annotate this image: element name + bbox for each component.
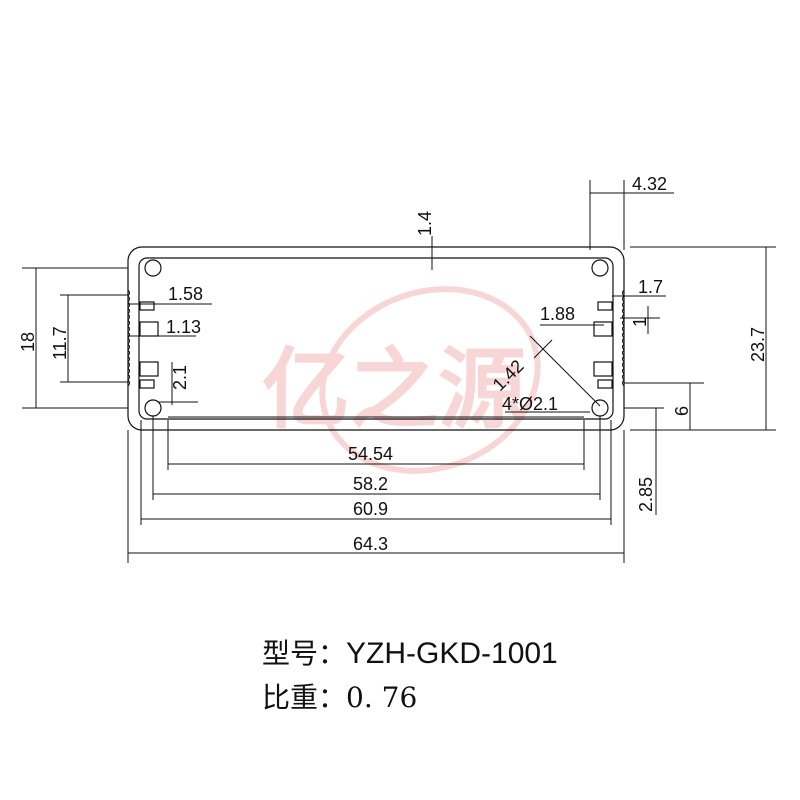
dim-left-fin-gap: 2.1 xyxy=(170,365,190,390)
dim-right-fin-thickness: 1 xyxy=(630,317,650,327)
weight-caption: 比重：0. 76 xyxy=(262,676,417,716)
dim-right-slot-width: 4.32 xyxy=(632,174,667,194)
dim-left-inner-height: 11.7 xyxy=(50,326,70,360)
dim-bottom-offset: 6 xyxy=(672,406,692,416)
model-value: YZH-GKD-1001 xyxy=(346,637,558,670)
dim-width-total: 64.3 xyxy=(353,534,388,554)
dim-bottom-wall: 2.85 xyxy=(636,477,656,512)
watermark-text: 亿之源 xyxy=(262,338,526,441)
dim-top-wall: 1.4 xyxy=(415,211,435,236)
dim-left-fin-width: 1.13 xyxy=(166,317,201,337)
dim-hole-spec: 4*Ø2.1 xyxy=(502,394,558,414)
dim-left-fin-top: 1.58 xyxy=(168,284,203,304)
dim-right-fin-gap: 1.7 xyxy=(638,277,663,297)
weight-value: 0. 76 xyxy=(346,681,418,714)
model-caption: 型号：YZH-GKD-1001 xyxy=(262,632,558,672)
dim-total-height: 23.7 xyxy=(748,327,768,362)
dimension-lines xyxy=(22,180,776,563)
weight-label: 比重： xyxy=(262,681,347,714)
dim-left-outer-height: 18 xyxy=(18,332,38,352)
enclosure-outline xyxy=(127,246,625,431)
dim-width-slot: 58.2 xyxy=(353,474,388,494)
dim-right-fin-top: 1.88 xyxy=(540,304,575,324)
watermark-logo: 亿之源 xyxy=(262,286,541,474)
dim-width-inner-outer: 60.9 xyxy=(353,499,388,519)
dim-width-inner: 54.54 xyxy=(348,444,393,464)
model-label: 型号： xyxy=(262,637,347,670)
